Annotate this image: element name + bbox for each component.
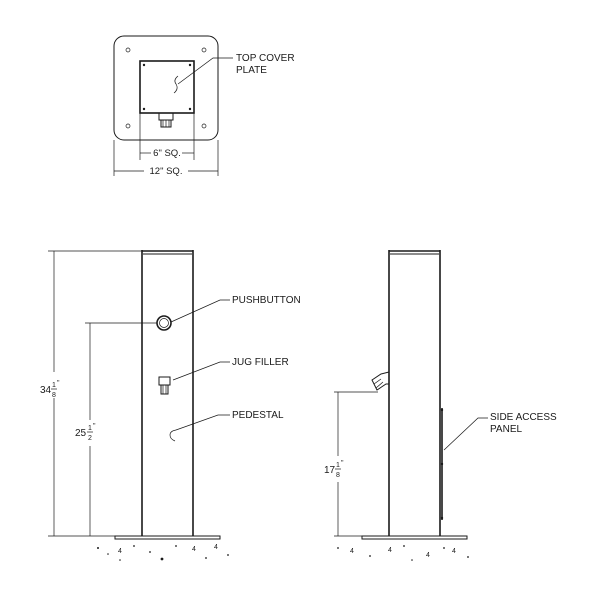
svg-text:8: 8 <box>336 472 340 479</box>
bolt-hole <box>201 47 207 53</box>
side-spout <box>371 371 390 391</box>
overall-height-dimension: 34 1 8 " <box>40 380 60 399</box>
screw <box>142 63 146 67</box>
top-cover-leader <box>177 57 233 85</box>
jug-filler <box>158 376 171 386</box>
spout-height-dimension: 17 1 8 " <box>324 460 344 479</box>
inner-square-dimension: 6" SQ. <box>153 148 181 159</box>
jug-filler-label: JUG FILLER <box>232 357 289 368</box>
pushbutton <box>156 315 172 331</box>
pedestal-leader <box>175 414 230 431</box>
side-access-label-line1: SIDE ACCESS <box>490 412 557 423</box>
svg-text:1: 1 <box>88 425 92 432</box>
bolt-hole <box>201 123 207 129</box>
leader-squiggle <box>173 75 179 94</box>
svg-text:4: 4 <box>426 552 430 559</box>
top-cover-plate <box>139 60 195 114</box>
svg-text:4: 4 <box>192 546 196 553</box>
pedestal-label: PEDESTAL <box>232 410 284 421</box>
svg-text:1: 1 <box>336 462 340 469</box>
pushbutton-height-dimension: 25 1 2 " <box>75 423 96 442</box>
svg-text:25: 25 <box>75 428 87 439</box>
jug-filler-leader <box>172 361 230 381</box>
side-access-leader <box>443 417 488 451</box>
top-view: TOP COVER PLATE 6" SQ. 12" SQ. <box>113 35 295 177</box>
svg-text:8: 8 <box>52 392 56 399</box>
svg-text:2: 2 <box>88 435 92 442</box>
svg-text:": " <box>341 460 344 467</box>
base-plate <box>114 535 221 540</box>
side-base-plate <box>361 535 468 540</box>
side-ground-marks: 4 4 4 4 <box>337 545 469 561</box>
pushbutton-label: PUSHBUTTON <box>232 295 301 306</box>
front-view: PUSHBUTTON JUG FILLER PEDESTAL 34 1 8 " … <box>40 250 301 561</box>
base-plate-outline <box>113 35 219 141</box>
spout-nub <box>158 112 174 121</box>
side-access-label-line2: PANEL <box>490 424 522 435</box>
side-view: SIDE ACCESS PANEL 17 1 8 " 4 4 4 4 <box>324 250 557 561</box>
outer-square-dimension: 12" SQ. <box>150 166 183 177</box>
screw <box>188 63 192 67</box>
ground-marks: 4 4 4 <box>97 544 229 561</box>
svg-text:4: 4 <box>452 548 456 555</box>
svg-text:4: 4 <box>214 544 218 551</box>
bolt-hole <box>125 47 131 53</box>
svg-text:4: 4 <box>118 548 122 555</box>
bolt-hole <box>125 123 131 129</box>
pushbutton-leader <box>170 299 230 323</box>
screw <box>142 107 146 111</box>
screw <box>188 107 192 111</box>
svg-text:4: 4 <box>350 548 354 555</box>
svg-text:34: 34 <box>40 385 52 396</box>
svg-text:1: 1 <box>52 382 56 389</box>
svg-text:": " <box>93 423 96 430</box>
top-cover-label-line2: PLATE <box>236 65 267 76</box>
svg-text:17: 17 <box>324 465 336 476</box>
svg-text:": " <box>57 380 60 387</box>
top-cover-label-line1: TOP COVER <box>236 53 295 64</box>
svg-text:4: 4 <box>388 547 392 554</box>
